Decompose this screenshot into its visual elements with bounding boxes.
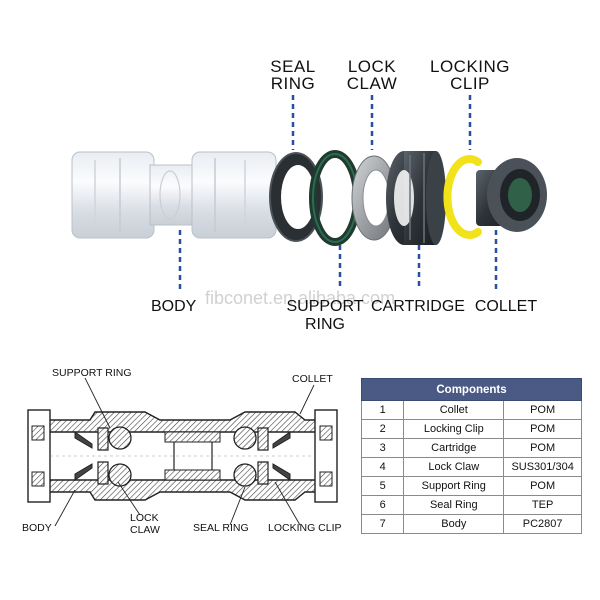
leader-lines-bottom [178,230,498,290]
label-support-ring: SUPPORT RING [286,298,363,333]
section-label-lock-claw: LOCK CLAW [130,512,160,536]
label-seal-ring: SEAL RING [270,57,315,93]
svg-text:CLIP: CLIP [450,74,490,93]
component-material: SUS301/304 [503,457,582,477]
component-name: Cartridge [403,438,505,458]
label-locking-clip: LOCKING CLIP [430,57,510,93]
leader-lines-top [291,95,472,150]
component-name: Seal Ring [403,495,505,515]
section-label-seal-ring: SEAL RING [193,522,249,534]
component-name: Body [403,514,505,534]
component-name: Collet [403,400,505,420]
component-material: POM [503,400,582,420]
section-label-collet: COLLET [292,373,333,385]
component-number: 6 [360,495,405,515]
component-material: TEP [503,495,582,515]
component-name: Locking Clip [403,419,505,439]
component-material: PC2807 [503,514,582,534]
part-body [71,151,277,239]
component-number: 2 [360,419,405,439]
svg-text:RING: RING [305,316,345,333]
section-label-body: BODY [22,522,52,534]
component-name: Lock Claw [403,457,505,477]
component-number: 7 [360,514,405,534]
svg-text:RING: RING [271,74,316,93]
component-material: POM [503,476,582,496]
component-number: 5 [360,476,405,496]
label-lock-claw: LOCK CLAW [347,57,398,93]
section-leaders [54,377,315,527]
svg-text:CLAW: CLAW [347,74,398,93]
part-cartridge [386,151,446,245]
components-table-header: Components [361,378,582,401]
svg-text:CLAW: CLAW [130,524,160,536]
section-label-locking-clip: LOCKING CLIP [268,522,342,534]
svg-text:LOCK: LOCK [130,512,159,524]
section-label-support-ring: SUPPORT RING [52,367,132,379]
component-number: 3 [360,438,405,458]
svg-text:LOCK: LOCK [348,57,396,76]
label-collet: COLLET [475,298,537,315]
part-collet [476,158,547,232]
part-seal-ring [269,152,323,242]
component-material: POM [503,438,582,458]
svg-text:SEAL: SEAL [270,57,315,76]
watermark: fibconet.en.alibaba.com [205,288,395,308]
svg-text:LOCKING: LOCKING [430,57,510,76]
label-cartridge: CARTRIDGE [371,298,465,315]
component-material: POM [503,419,582,439]
cross-section [27,409,338,503]
components-table-title: Components [361,378,582,401]
component-name: Support Ring [403,476,505,496]
component-number: 1 [360,400,405,420]
part-locking-clip [443,155,482,239]
svg-text:SUPPORT: SUPPORT [286,298,363,315]
component-number: 4 [360,457,405,477]
part-lock-claw [351,155,397,241]
label-body: BODY [151,298,197,315]
